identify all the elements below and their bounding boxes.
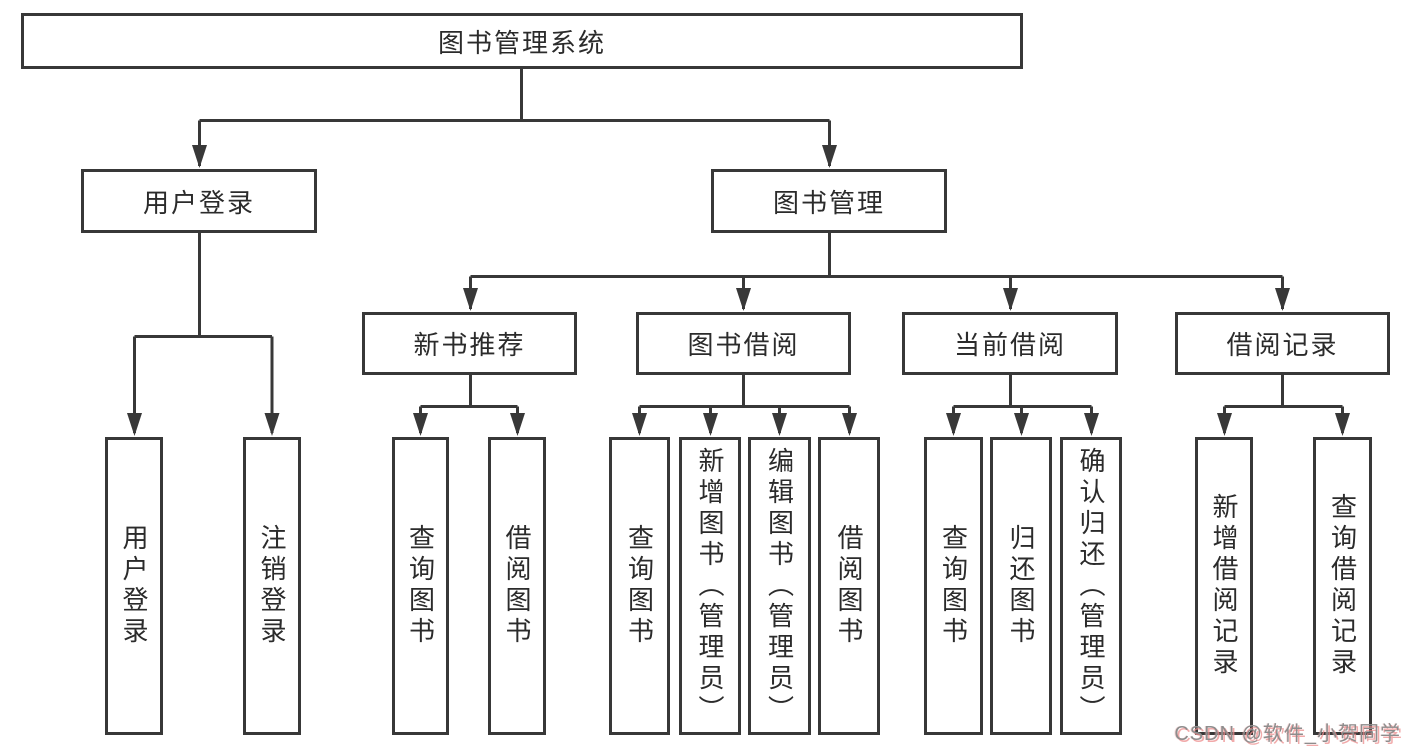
leaf-label: 查询图书 <box>405 524 436 648</box>
arrowhead <box>632 413 647 436</box>
arrowhead <box>1084 413 1099 436</box>
leaf-label: 查询借阅记录 <box>1327 493 1358 679</box>
arrowhead <box>510 413 525 436</box>
connector-borrowrecord-to-leaves <box>1223 375 1344 433</box>
leaf-query-books-current: 查询图书 <box>924 437 983 735</box>
arrowhead <box>842 413 857 436</box>
connector-root-to-level2 <box>198 68 831 166</box>
arrowhead <box>1335 413 1350 436</box>
leaf-label: 借阅图书 <box>834 524 864 648</box>
arrowhead <box>1217 413 1232 436</box>
node-user-login: 用户登录 <box>81 169 317 233</box>
leaf-label: 借阅图书 <box>502 524 532 648</box>
leaf-label: 确认归还（管理员） <box>1076 446 1106 726</box>
arrowhead <box>772 413 787 436</box>
arrowhead <box>1014 413 1029 436</box>
connector-bookmgmt-to-level3 <box>469 233 1284 309</box>
leaf-label: 查询图书 <box>624 524 655 648</box>
leaf-edit-books-admin: 编辑图书（管理员） <box>748 437 811 735</box>
node-library-system: 图书管理系统 <box>21 13 1023 69</box>
leaf-query-books-borrow: 查询图书 <box>609 437 670 735</box>
leaf-query-borrow-record: 查询借阅记录 <box>1313 437 1372 735</box>
arrowhead <box>946 413 961 436</box>
leaf-label: 编辑图书（管理员） <box>764 446 795 726</box>
leaf-label: 注销登录 <box>257 524 287 648</box>
leaf-label: 归还图书 <box>1006 524 1036 648</box>
connector-bookborrow-to-leaves <box>638 375 851 433</box>
csdn-watermark: CSDN @软件_小贺同学 <box>1174 723 1401 745</box>
leaf-borrow-books-recommend: 借阅图书 <box>488 437 546 735</box>
leaf-query-books-recommend: 查询图书 <box>392 437 449 735</box>
arrowhead <box>192 145 207 168</box>
leaf-add-books-admin: 新增图书（管理员） <box>679 437 741 735</box>
arrowhead <box>1275 288 1290 311</box>
leaf-label: 用户登录 <box>119 524 149 648</box>
leaf-borrow-books: 借阅图书 <box>818 437 880 735</box>
node-current-borrow: 当前借阅 <box>902 312 1118 375</box>
leaf-label: 查询图书 <box>938 524 969 648</box>
leaf-label: 新增借阅记录 <box>1209 493 1239 679</box>
arrowhead <box>1003 288 1018 311</box>
leaf-confirm-return-admin: 确认归还（管理员） <box>1060 437 1122 735</box>
node-book-management: 图书管理 <box>711 169 947 233</box>
arrowhead <box>703 413 718 436</box>
arrowhead <box>127 413 142 436</box>
leaf-add-borrow-record: 新增借阅记录 <box>1195 437 1253 735</box>
node-book-borrow: 图书借阅 <box>636 312 851 375</box>
arrowhead <box>736 288 751 311</box>
connector-newbook-to-leaves <box>419 375 519 433</box>
leaf-logout: 注销登录 <box>243 437 301 735</box>
node-borrow-record: 借阅记录 <box>1175 312 1390 375</box>
arrowhead <box>822 145 837 168</box>
leaf-label: 新增图书（管理员） <box>695 446 725 726</box>
leaf-user-login: 用户登录 <box>105 437 163 735</box>
arrowhead <box>264 413 280 436</box>
arrowhead <box>463 288 478 311</box>
node-new-book-recommend: 新书推荐 <box>362 312 577 375</box>
connector-userlogin-to-leaves <box>133 233 274 433</box>
arrowhead <box>413 413 428 436</box>
leaf-return-books: 归还图书 <box>990 437 1052 735</box>
